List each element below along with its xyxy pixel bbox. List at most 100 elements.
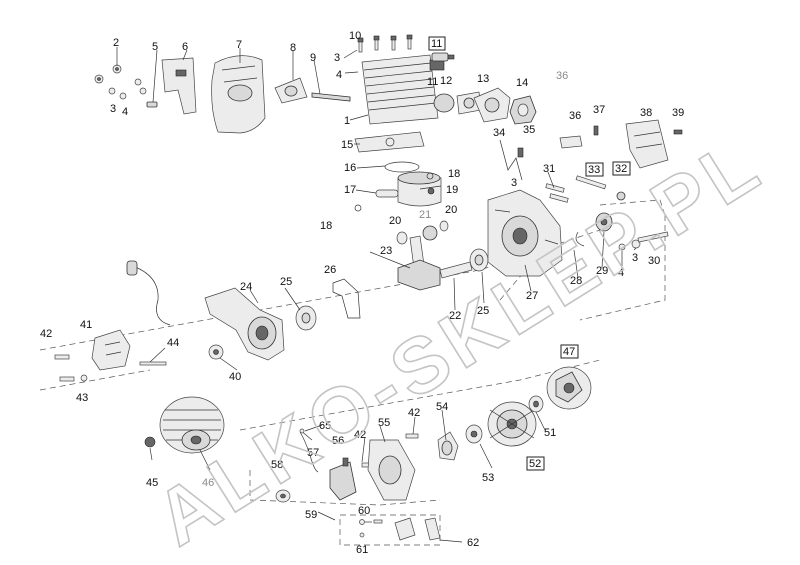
part-26-gasket xyxy=(332,278,361,319)
part-label-11-box: 11 xyxy=(428,36,446,51)
part-41-ignition-coil xyxy=(91,260,171,371)
part-58-seal xyxy=(275,489,291,503)
watermark-text: ALKO-SKLEP.PL xyxy=(140,119,777,563)
part-label-3: 3 xyxy=(110,103,116,115)
part-label-53: 53 xyxy=(482,472,494,484)
part-14-insulator xyxy=(509,95,537,125)
part-label-8: 8 xyxy=(290,42,296,54)
part-label-24: 24 xyxy=(240,281,252,293)
part-label-16: 16 xyxy=(344,162,356,174)
part-label-29: 29 xyxy=(596,265,608,277)
svg-text:52: 52 xyxy=(529,458,541,470)
part-label-4: 4 xyxy=(122,106,128,118)
part-label-13: 13 xyxy=(477,73,489,85)
part-label-45: 45 xyxy=(146,477,158,489)
part-label-12: 12 xyxy=(440,75,452,87)
part-label-42a: 42 xyxy=(40,328,52,340)
part-32-nut xyxy=(616,191,626,201)
part-45-nut xyxy=(144,436,156,448)
part-label-20a: 20 xyxy=(389,215,401,227)
part-label-21: 21 xyxy=(419,209,431,221)
part-16-piston-ring xyxy=(384,161,420,173)
part-36-37-small xyxy=(559,125,599,149)
part-label-19: 19 xyxy=(446,184,458,196)
part-label-60: 60 xyxy=(358,505,370,517)
part-label-46: 46 xyxy=(202,477,214,489)
part-label-18a: 18 xyxy=(448,168,460,180)
part-labels: 2 3 4 5 6 7 8 9 10 3 4 1 15 16 17 18 19 … xyxy=(40,30,684,556)
part-label-20b: 20 xyxy=(445,204,457,216)
part-40-seal xyxy=(208,344,224,360)
part-55-oil-pump-cover xyxy=(367,439,416,501)
part-label-25b: 25 xyxy=(280,276,292,288)
part-label-5: 5 xyxy=(152,41,158,53)
part-39-screw xyxy=(673,129,683,135)
part-label-23: 23 xyxy=(380,245,392,257)
part-label-15: 15 xyxy=(341,139,353,151)
part-label-17: 17 xyxy=(344,184,356,196)
part-9-bolt xyxy=(311,92,351,102)
part-label-47-box: 47 xyxy=(560,344,579,359)
part-label-65: 65 xyxy=(319,420,331,432)
part-51-washer xyxy=(528,395,544,413)
part-7-cylinder-cover xyxy=(211,55,266,134)
part-label-4b: 4 xyxy=(336,69,342,81)
part-label-27: 27 xyxy=(526,290,538,302)
part-label-41: 41 xyxy=(80,319,92,331)
part-18-circlips xyxy=(354,172,434,212)
part-59-61-small xyxy=(317,511,383,538)
part-label-10: 10 xyxy=(349,30,361,42)
part-label-34: 34 xyxy=(493,127,505,139)
part-27-crankcase-right xyxy=(487,189,563,277)
svg-text:33: 33 xyxy=(588,164,600,176)
part-15-base-gasket xyxy=(354,131,425,153)
svg-text:47: 47 xyxy=(563,346,575,358)
part-label-40: 40 xyxy=(229,371,241,383)
part-label-43: 43 xyxy=(76,392,88,404)
part-label-54: 54 xyxy=(436,401,448,413)
part-53-sprocket xyxy=(465,424,483,444)
part-label-38: 38 xyxy=(640,107,652,119)
part-label-59: 59 xyxy=(305,509,317,521)
part-label-3b: 3 xyxy=(334,52,340,64)
part-28-29-30-group xyxy=(575,212,669,251)
part-label-7: 7 xyxy=(236,39,242,51)
part-label-32-box: 32 xyxy=(612,161,631,176)
part-label-25a: 25 xyxy=(477,305,489,317)
part-label-31: 31 xyxy=(543,163,555,175)
part-label-33-box: 33 xyxy=(585,162,604,177)
part-46-flywheel xyxy=(159,396,225,454)
part-42-43-44-screws xyxy=(54,354,419,468)
part-label-62: 62 xyxy=(467,537,479,549)
part-38-plate xyxy=(625,119,669,169)
part-label-3c: 3 xyxy=(632,252,638,264)
part-label-39: 39 xyxy=(672,107,684,119)
part-label-52-box: 52 xyxy=(526,456,545,471)
svg-text:11: 11 xyxy=(431,38,442,50)
leader-lines xyxy=(116,47,637,543)
part-label-11: 11 xyxy=(427,76,438,88)
part-label-14: 14 xyxy=(516,77,528,89)
part-label-3d: 3 xyxy=(511,177,517,189)
part-57-65-hoses xyxy=(299,428,319,473)
part-label-35: 35 xyxy=(523,124,535,136)
part-17-piston-pin xyxy=(375,189,399,198)
part-label-44: 44 xyxy=(167,337,179,349)
part-31-pins xyxy=(545,183,569,203)
part-label-30: 30 xyxy=(648,255,660,267)
part-label-4c: 4 xyxy=(618,267,624,279)
part-label-55: 55 xyxy=(378,417,390,429)
part-label-6: 6 xyxy=(182,41,188,53)
part-label-56: 56 xyxy=(332,435,344,447)
part-label-58: 58 xyxy=(271,459,283,471)
part-24-crankcase-left xyxy=(204,287,285,361)
part-label-42b: 42 xyxy=(354,429,366,441)
top-left-fasteners xyxy=(94,64,158,108)
part-25-bearing-left xyxy=(295,305,317,331)
part-56-oil-pump xyxy=(329,457,357,501)
part-label-36a: 36 xyxy=(556,70,568,82)
part-label-1: 1 xyxy=(344,115,350,127)
part-8-gasket xyxy=(274,77,308,104)
part-6-bracket xyxy=(161,57,197,115)
